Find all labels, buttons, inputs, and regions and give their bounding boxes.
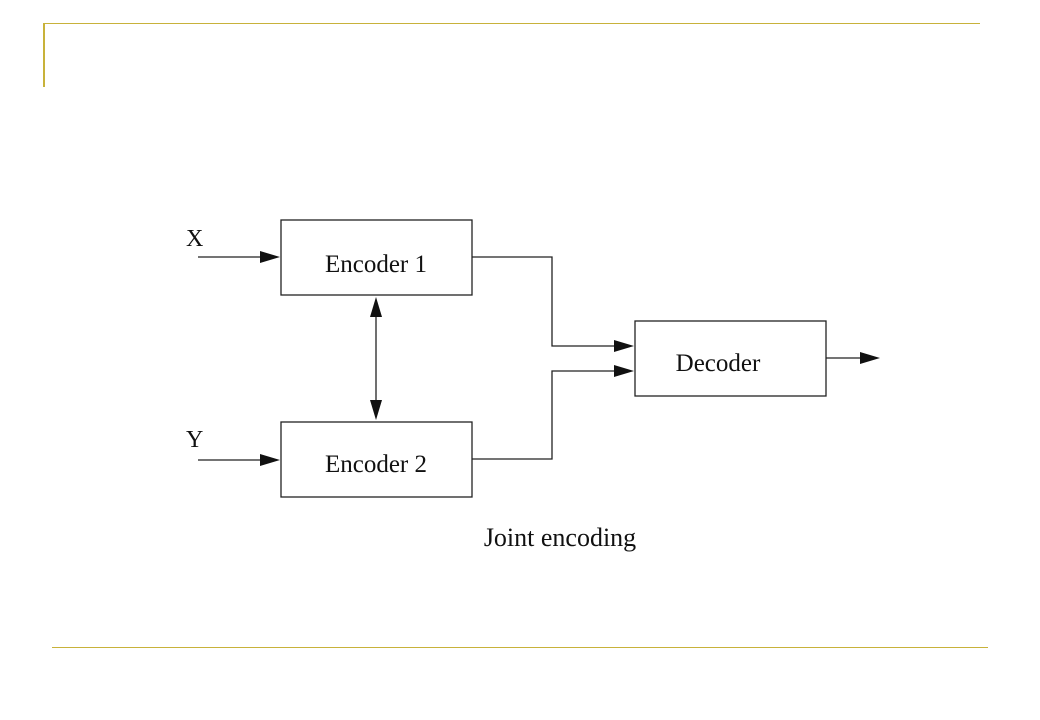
decoder-block: Decoder (634, 320, 827, 397)
input-x-arrow (198, 251, 280, 263)
left-rule (43, 23, 45, 87)
decoder-label: Decoder (676, 350, 761, 377)
encoder-1-label: Encoder 1 (325, 251, 427, 278)
bottom-rule (52, 647, 988, 648)
encoder-2-block: Encoder 2 (280, 421, 473, 498)
encoder-2-to-decoder-arrow (472, 365, 634, 460)
input-y-label: Y (186, 427, 203, 453)
input-y-arrow (198, 454, 280, 466)
encoder-link-arrow (370, 297, 382, 420)
encoder-1-to-decoder-arrow (472, 256, 634, 352)
encoder-1-block: Encoder 1 (280, 219, 473, 296)
decoder-output-arrow (826, 352, 880, 364)
encoder-2-label: Encoder 2 (325, 451, 427, 478)
top-rule (43, 23, 980, 24)
input-x-label: X (186, 226, 203, 252)
diagram-caption: Joint encoding (484, 523, 636, 552)
